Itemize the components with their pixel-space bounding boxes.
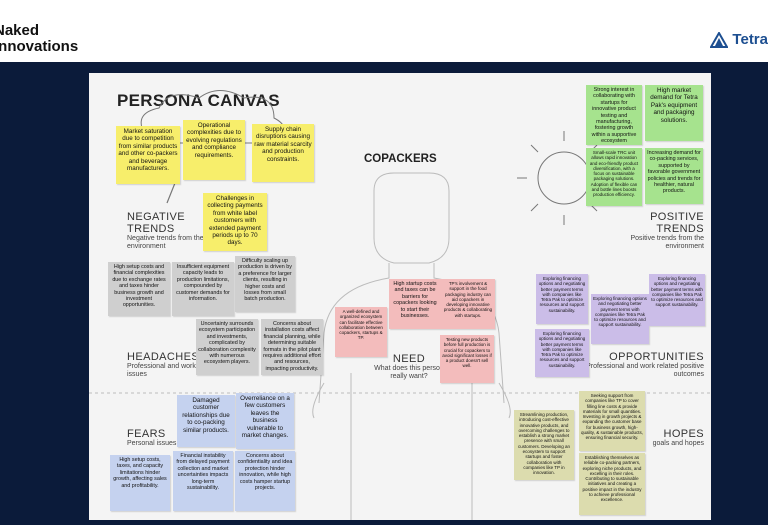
- sticky-note: Testing new products before full product…: [440, 335, 494, 383]
- persona-canvas: PERSONA CANVAS COPACKERS: [89, 73, 711, 520]
- canvas-title: PERSONA CANVAS: [117, 91, 280, 110]
- sticky-note: TP's involvement & support in the food p…: [441, 279, 495, 329]
- sticky-note: High setup costs, taxes, and capacity li…: [110, 455, 170, 511]
- sticky-note: Exploring financing options and negotiat…: [591, 294, 649, 344]
- zone-sub: Personal issues: [127, 440, 177, 447]
- zone-opportunities: OPPORTUNITIES Professional and work rela…: [582, 351, 704, 379]
- sticky-note: Streamlining production, introducing cos…: [514, 410, 574, 480]
- sticky-note: Market saturation due to competition fro…: [116, 126, 180, 184]
- persona-name: COPACKERS: [364, 153, 437, 165]
- zone-title: HEADACHES: [127, 351, 200, 363]
- tetra-logo: Tetra: [710, 31, 768, 48]
- sticky-note: Seeking support from companies like TP t…: [579, 391, 645, 451]
- zone-title: POSITIVE TRENDS: [650, 211, 704, 235]
- logo-line-2: Innovations: [0, 38, 79, 55]
- naked-innovations-logo: Naked Innovations: [0, 23, 78, 55]
- zone-title: HOPES: [663, 428, 704, 440]
- tetra-logo-icon: [710, 31, 729, 48]
- sticky-note: Financial instability from delayed payme…: [173, 451, 233, 511]
- zone-title: OPPORTUNITIES: [609, 351, 704, 363]
- sticky-note: Exploring financing options and negotiat…: [535, 329, 589, 377]
- slide-header: Naked Innovations Tetra: [0, 0, 768, 62]
- zone-fears: FEARS Personal issues: [127, 428, 187, 448]
- zone-need: NEED What does this person really want?: [369, 353, 449, 381]
- zone-positive-trends: POSITIVE TRENDS Positive trends from the…: [604, 211, 704, 251]
- sticky-note: Small-scale TRC unit allows rapid innova…: [586, 148, 642, 206]
- zone-sub: goals and hopes: [652, 440, 704, 447]
- zone-hopes: HOPES goals and hopes: [649, 428, 704, 448]
- zone-negative-trends: NEGATIVE TRENDS Negative trends from the…: [127, 211, 227, 251]
- sticky-note: Exploring financing options and negotiat…: [536, 274, 588, 324]
- sticky-note: High startup costs and taxes can be barr…: [389, 279, 441, 329]
- zone-sub: What does this person really want?: [374, 365, 444, 380]
- zone-sub: Negative trends from the environment: [127, 235, 204, 250]
- logo-line-1: Naked: [0, 22, 40, 39]
- sticky-note: High market demand for Tetra Pak's equip…: [645, 85, 703, 141]
- zone-sub: Professional and work related positive o…: [586, 363, 704, 378]
- sticky-note: Increasing demand for co-packing service…: [645, 148, 703, 204]
- zone-headaches: HEADACHES Professional and work related …: [127, 351, 227, 379]
- sticky-note: Operational complexities due to evolving…: [183, 120, 245, 180]
- sticky-note: Strong interest in collaborating with st…: [586, 85, 642, 145]
- sticky-note: Uncertainty surrounds ecosystem particip…: [196, 319, 258, 375]
- tetra-logo-text: Tetra: [732, 31, 768, 48]
- zone-title: FEARS: [127, 428, 166, 440]
- sticky-note: Establishing themselves as reliable co-p…: [579, 453, 645, 515]
- sticky-note: Concerns about confidentiality and idea …: [235, 451, 295, 511]
- sticky-note: Insufficient equipment capacity leads to…: [172, 262, 234, 316]
- sticky-note: Overreliance on a few customers leaves t…: [236, 393, 294, 449]
- sticky-note: A well-defined and organized ecosystem c…: [335, 307, 387, 357]
- sticky-note: Challenges in collecting payments from w…: [203, 193, 267, 251]
- zone-sub: Professional and work related issues: [127, 363, 220, 378]
- sticky-note: High setup costs and financial complexit…: [108, 262, 170, 316]
- sticky-note: Supply chain disruptions causing raw mat…: [252, 124, 314, 182]
- sticky-note: Difficulty scaling up production is driv…: [235, 256, 295, 312]
- zone-sub: Positive trends from the environment: [630, 235, 704, 250]
- sticky-note: Concerns about installation costs affect…: [261, 319, 323, 375]
- sticky-note: Exploring financing options and negotiat…: [649, 274, 705, 326]
- zone-title: NEED: [392, 353, 426, 365]
- zone-title: NEGATIVE TRENDS: [127, 211, 186, 235]
- sticky-note: Damaged customer relationships due to co…: [177, 395, 235, 447]
